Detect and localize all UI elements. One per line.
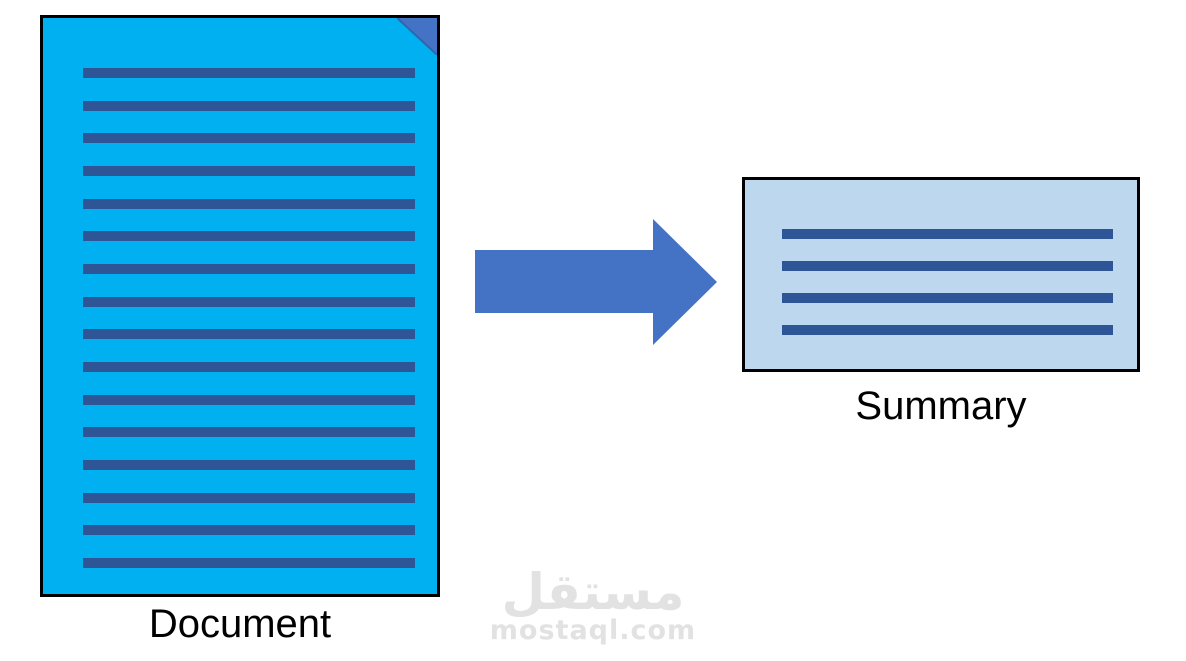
folded-corner-icon [397, 18, 437, 55]
watermark: مستقل mostaql.com [453, 566, 733, 646]
text-line [83, 231, 415, 242]
text-line [83, 100, 415, 111]
text-line [782, 293, 1113, 303]
summary-shape [742, 177, 1140, 372]
document-shape [40, 15, 440, 597]
text-line [83, 68, 415, 78]
text-line [83, 525, 415, 536]
document-label: Document [148, 602, 332, 646]
summary-label: Summary [855, 384, 1027, 428]
text-line [83, 198, 415, 209]
mostaql-logo: مستقل [501, 563, 685, 621]
text-line [83, 557, 415, 568]
watermark-site-text: mostaql.com [489, 614, 697, 646]
summary-text-lines [782, 229, 1113, 335]
text-line [83, 133, 415, 144]
text-line [83, 492, 415, 503]
text-line [83, 394, 415, 405]
text-line [83, 263, 415, 274]
text-line [83, 165, 415, 176]
text-line [83, 459, 415, 470]
text-line [782, 325, 1113, 335]
text-line [782, 261, 1113, 271]
text-line [83, 427, 415, 438]
arrow-right-icon [475, 219, 717, 345]
text-line [782, 229, 1113, 239]
text-line [83, 361, 415, 372]
document-text-lines [83, 68, 415, 568]
text-line [83, 296, 415, 307]
text-line [83, 329, 415, 340]
